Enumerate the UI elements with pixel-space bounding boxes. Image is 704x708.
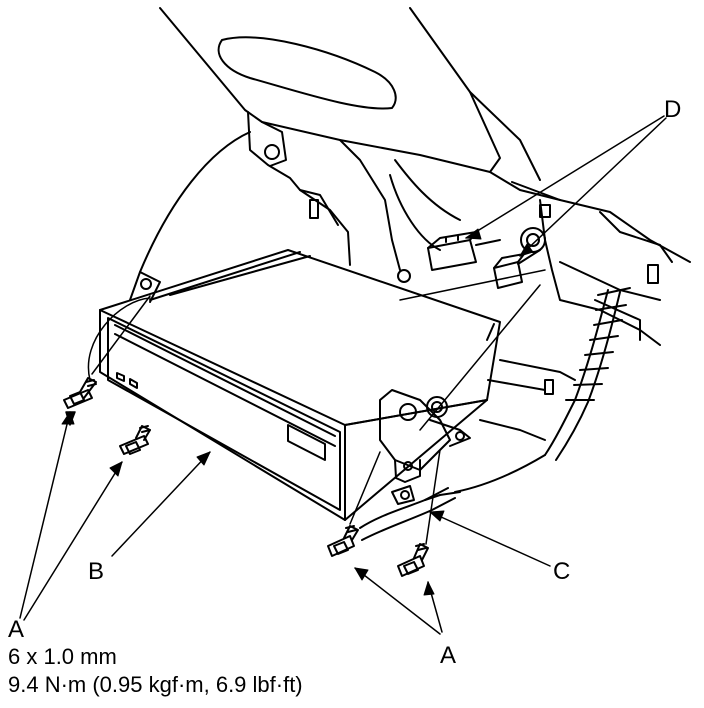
wire-harness — [454, 287, 631, 493]
right-structure — [479, 181, 691, 441]
right-side-bracket — [379, 389, 471, 483]
torque-spec: 9.4 N·m (0.95 kgf·m, 6.9 lbf·ft) — [8, 672, 303, 697]
nav-unit — [99, 249, 501, 521]
ground-cable — [359, 485, 461, 541]
upper-console-panel — [159, 7, 561, 201]
left-side-bracket — [129, 131, 251, 303]
bolt-size-spec: 6 x 1.0 mm — [8, 644, 117, 669]
rear-bracket — [247, 111, 461, 283]
callout-label-a-right: A — [440, 642, 457, 669]
bolt-bottom-center — [327, 525, 359, 557]
leader-lines — [19, 115, 667, 635]
callout-label-d: D — [664, 96, 682, 123]
arrow-heads — [61, 228, 534, 596]
bolt-lower-left — [119, 425, 151, 455]
callout-label-b: B — [88, 558, 105, 585]
bolt-bottom-right — [397, 543, 429, 577]
callout-label-c: C — [553, 558, 571, 585]
callout-label-a-left: A — [8, 616, 25, 643]
bolt-upper-left — [63, 377, 97, 409]
connectors — [427, 231, 541, 289]
